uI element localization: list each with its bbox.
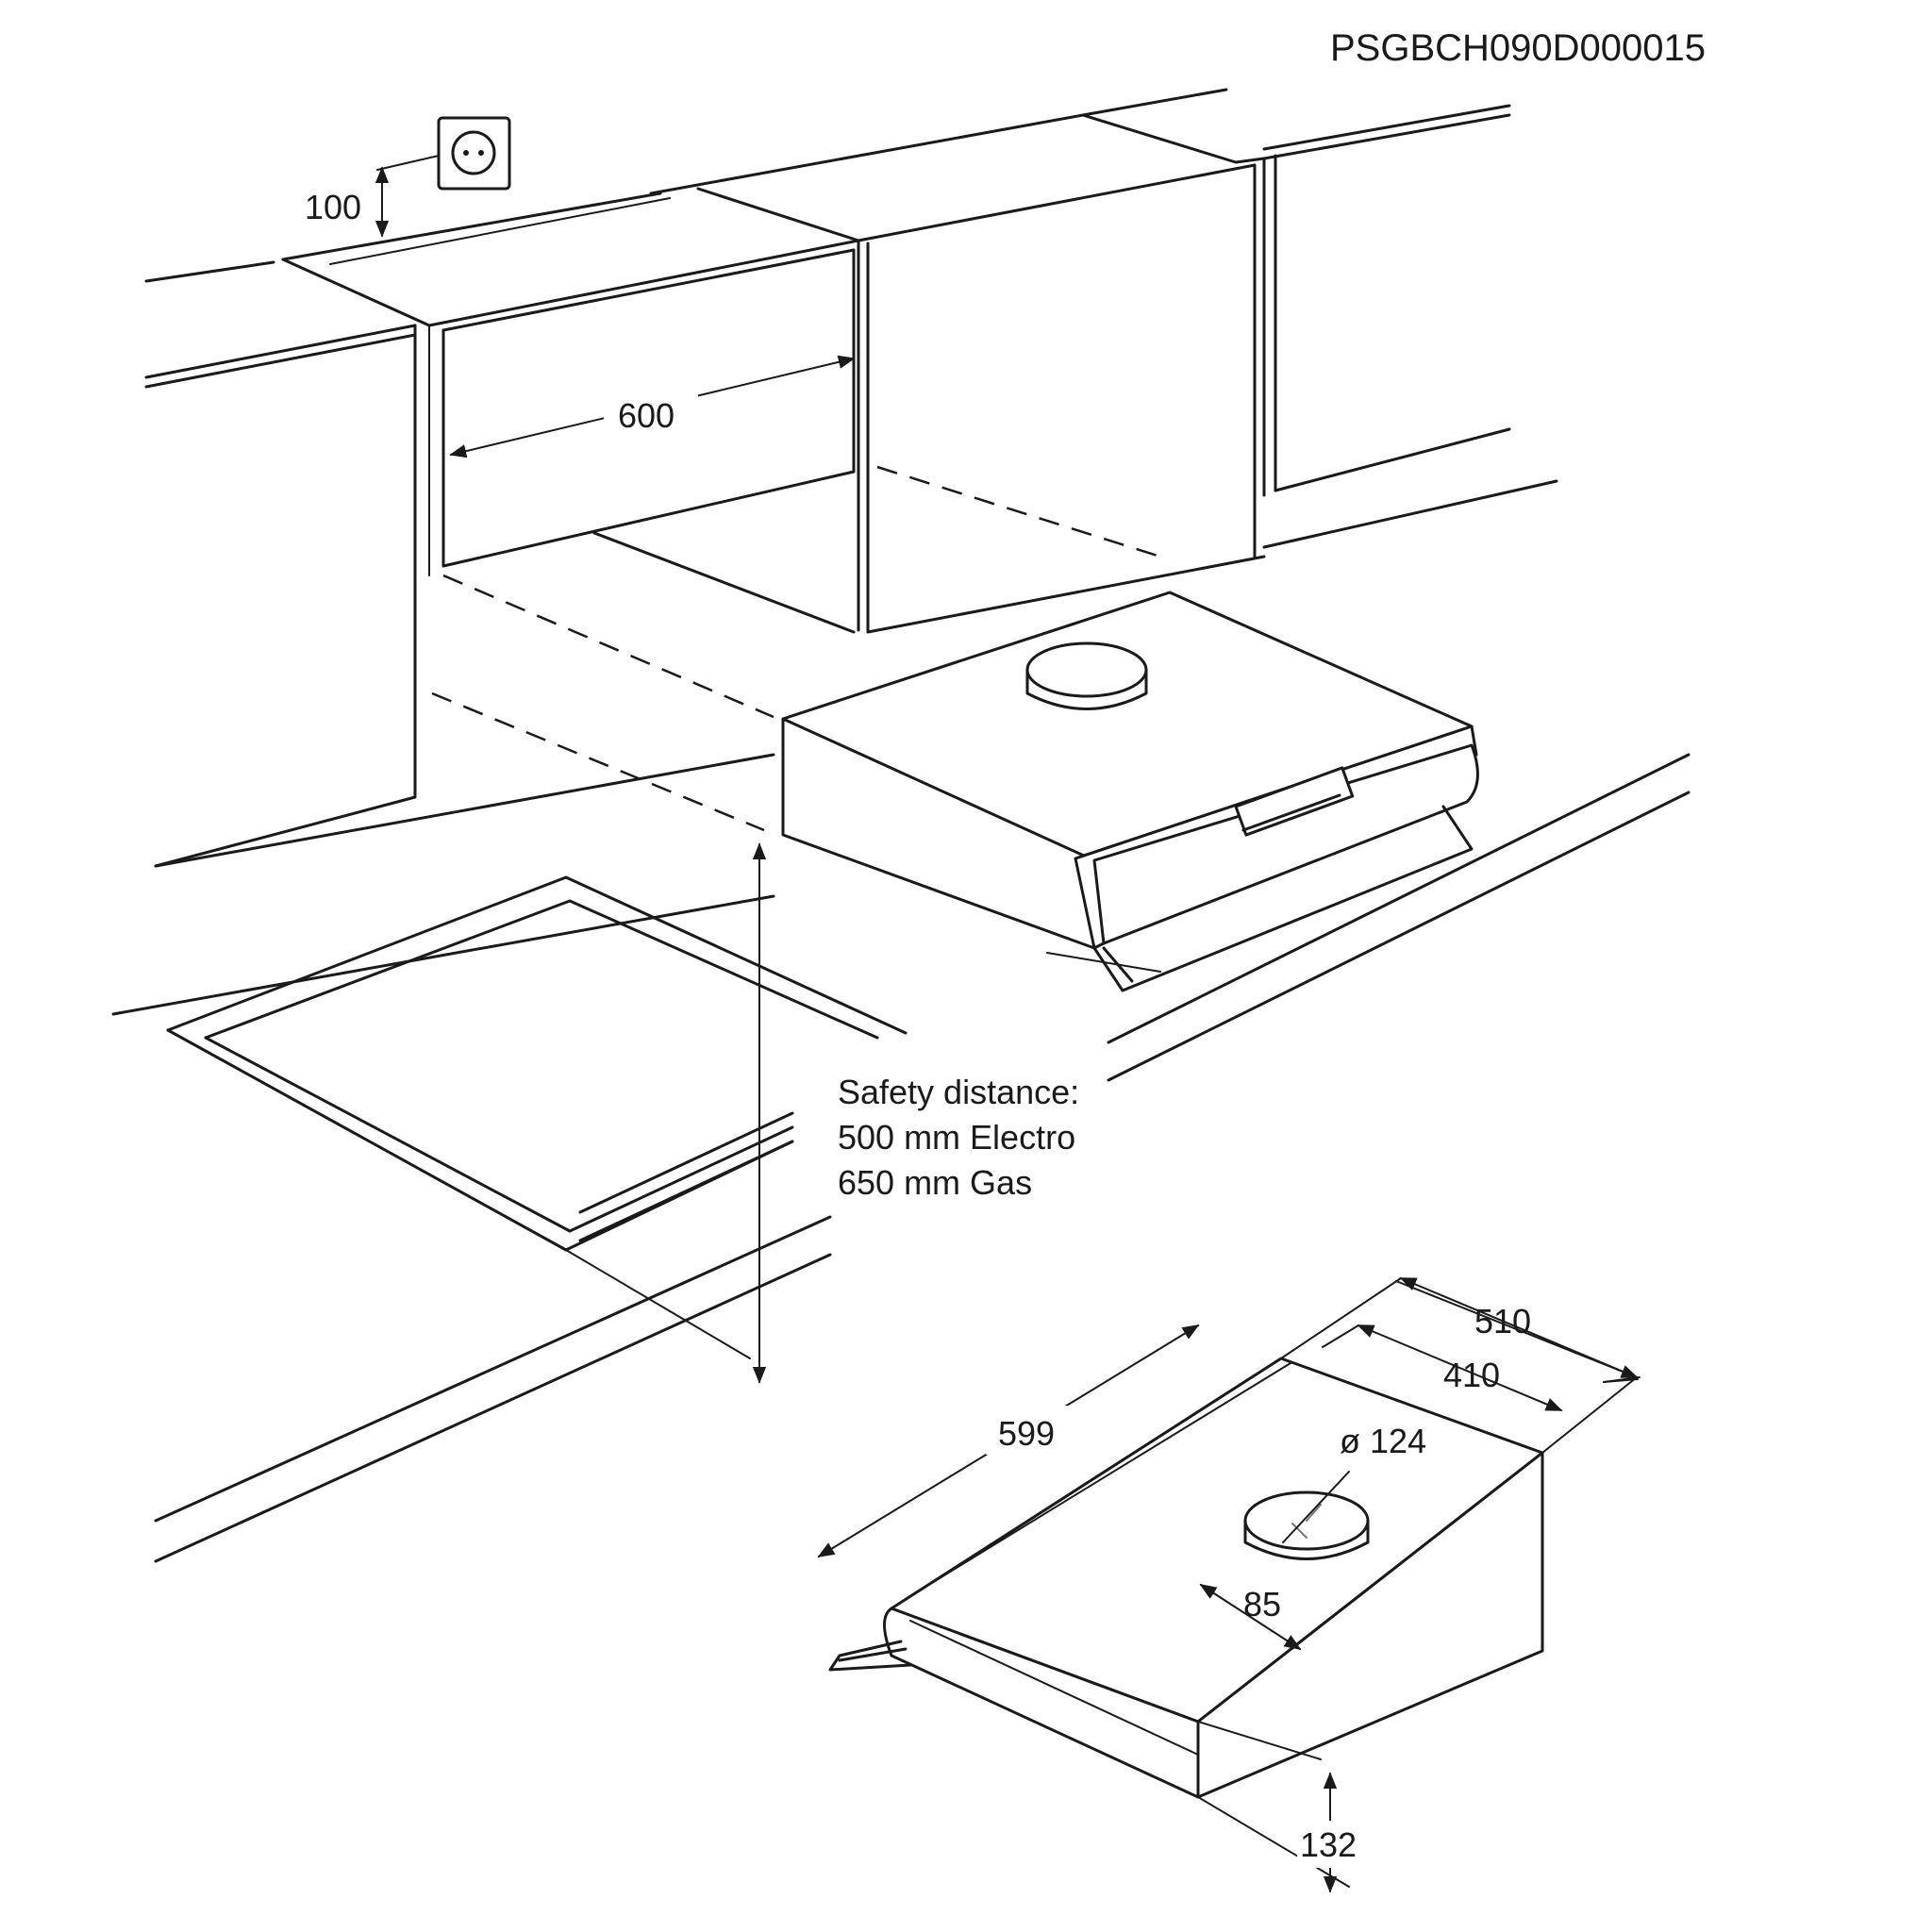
hood-height-label: 132	[1300, 1825, 1357, 1864]
socket-height-label: 100	[305, 188, 361, 226]
dimensioned-hood	[828, 1357, 1544, 1799]
duct-offset-label: 85	[1243, 1585, 1281, 1624]
hood-depth-total-label: 510	[1474, 1302, 1531, 1341]
hood-depth-top-arrow	[1357, 1324, 1563, 1411]
installation-scene	[111, 88, 1690, 1563]
safety-distance-electro: 500 mm Electro	[838, 1118, 1075, 1157]
duct-offset-arrow	[1199, 1584, 1302, 1650]
socket-icon	[329, 116, 671, 265]
duct-diameter-leader	[1282, 1471, 1350, 1543]
duct-diameter-label: ø 124	[1340, 1422, 1426, 1460]
cabinet-width-label: 600	[618, 396, 675, 435]
safety-distance-gas: 650 mm Gas	[838, 1163, 1032, 1202]
hood-width-label: 599	[998, 1414, 1055, 1453]
safety-distance-title: Safety distance:	[838, 1073, 1079, 1111]
installed-hood	[781, 591, 1479, 992]
hood-depth-top-label: 410	[1443, 1356, 1500, 1394]
document-code: PSGBCH090D000015	[1330, 27, 1706, 69]
